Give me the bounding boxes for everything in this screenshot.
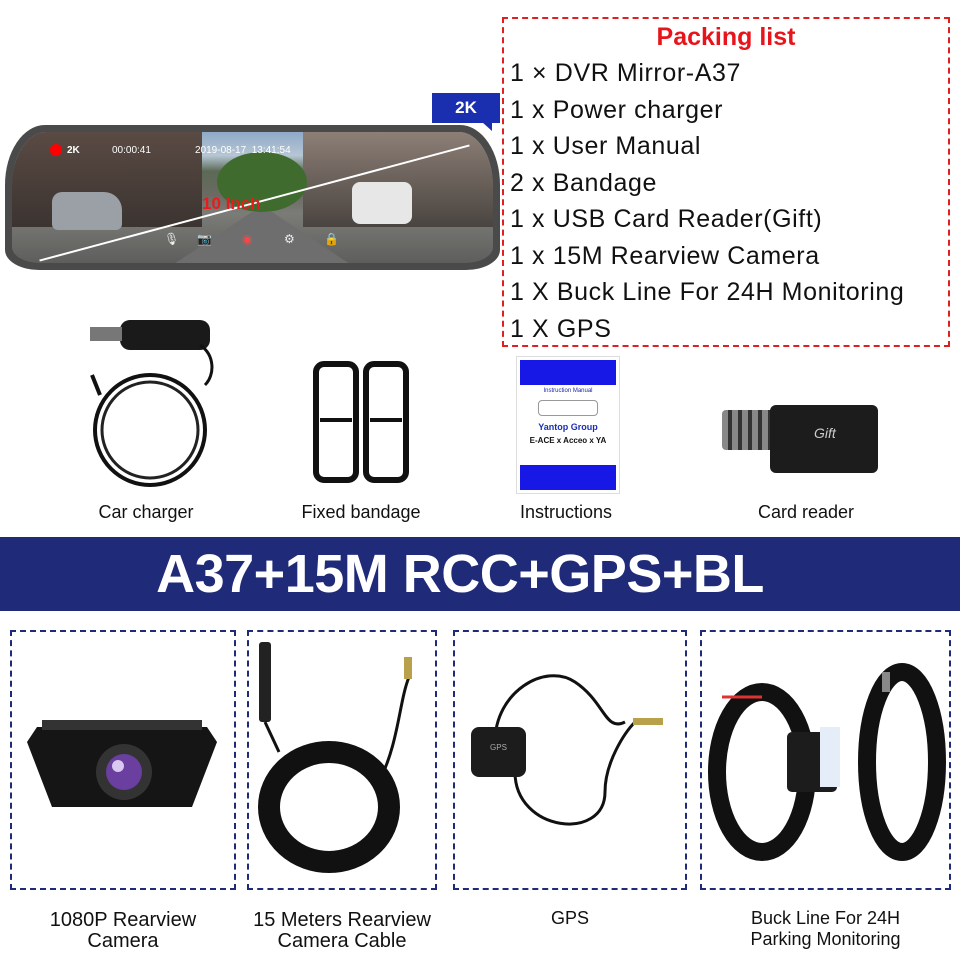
label-line: Parking Monitoring — [750, 929, 901, 949]
camera-icon: 📷 — [197, 232, 212, 246]
label-line: Camera — [87, 930, 159, 952]
packing-item: 1 x Power charger — [510, 95, 724, 124]
lock-icon: 🔒 — [324, 232, 339, 246]
osd-timer: 00:00:41 — [112, 145, 151, 156]
packing-item: 1 X Buck Line For 24H Monitoring — [510, 278, 905, 306]
label-line: 15 Meters Rearview — [253, 909, 431, 931]
packing-item: 2 x Bandage — [510, 168, 657, 197]
record-dot-icon — [50, 144, 62, 156]
instruction-manual-image: Instruction Manual Yantop Group E-ACE x … — [516, 356, 620, 494]
packing-item: 1 x User Manual — [510, 132, 702, 160]
gps-module-label: GPS — [490, 743, 507, 752]
screen-size-label: 10 Inch — [202, 194, 261, 213]
accessory-label: Instructions — [519, 502, 613, 522]
accessory-label: Fixed bandage — [301, 502, 421, 522]
accessory-label: Car charger — [98, 502, 194, 522]
packing-item: 1 x USB Card Reader(Gift) — [510, 205, 823, 233]
packing-item: 1 X GPS — [510, 314, 612, 343]
dvr-mirror-image: 2K 00:00:41 2019-08-17 13:41:54 10 Inch … — [5, 125, 500, 270]
bandage-image — [313, 361, 409, 483]
rear-camera-image — [27, 720, 217, 807]
manual-header-bar — [520, 360, 616, 385]
osd-resolution: 2K — [67, 145, 80, 156]
card-reader-image: Gift — [770, 405, 878, 473]
mic-icon: 🎙 — [164, 232, 180, 246]
packing-item: 1 x 15M Rearview Camera — [510, 241, 820, 270]
camera-cable-image — [258, 642, 412, 873]
bundle-banner: A37+15M RCC+GPS+BL — [0, 537, 960, 611]
mirror-screen: 2K 00:00:41 2019-08-17 13:41:54 10 Inch … — [12, 132, 493, 263]
product-label: GPS — [453, 908, 687, 929]
accessory-label: Card reader — [757, 502, 855, 522]
settings-icon: ⚙ — [284, 232, 295, 246]
manual-brands: E-ACE x Acceo x YA — [529, 436, 607, 445]
car-charger-image — [90, 320, 214, 487]
mirror-outline — [538, 400, 598, 416]
camera-cable-box — [247, 630, 437, 890]
scene-car — [52, 192, 122, 230]
buck-line-box — [700, 630, 951, 890]
manual-footer-bar — [520, 465, 616, 490]
gift-label: Gift — [814, 425, 836, 441]
rear-camera-box — [10, 630, 236, 890]
resolution-badge: 2K — [432, 93, 500, 131]
gps-cable-image — [493, 674, 663, 826]
packing-list-title: Packing list — [656, 23, 796, 51]
packing-item: 1 × DVR Mirror-A37 — [510, 59, 741, 87]
buck-line-image — [708, 663, 946, 861]
manual-company: Yantop Group — [538, 422, 598, 432]
packing-list: Packing list 1 × DVR Mirror-A37 1 x Powe… — [502, 17, 950, 347]
label-line: 1080P Rearview — [49, 909, 197, 931]
gps-box: GPS — [453, 630, 687, 890]
osd-datetime: 2019-08-17 13:41:54 — [195, 145, 291, 156]
label-line: GPS — [550, 908, 589, 928]
label-line: Buck Line For 24H — [750, 908, 901, 928]
scene-van — [352, 182, 412, 224]
manual-title: Instruction Manual — [543, 388, 593, 394]
gps-module: GPS — [471, 727, 526, 777]
record-icon: ◉ — [242, 232, 253, 246]
label-line: Camera Cable — [277, 930, 407, 952]
